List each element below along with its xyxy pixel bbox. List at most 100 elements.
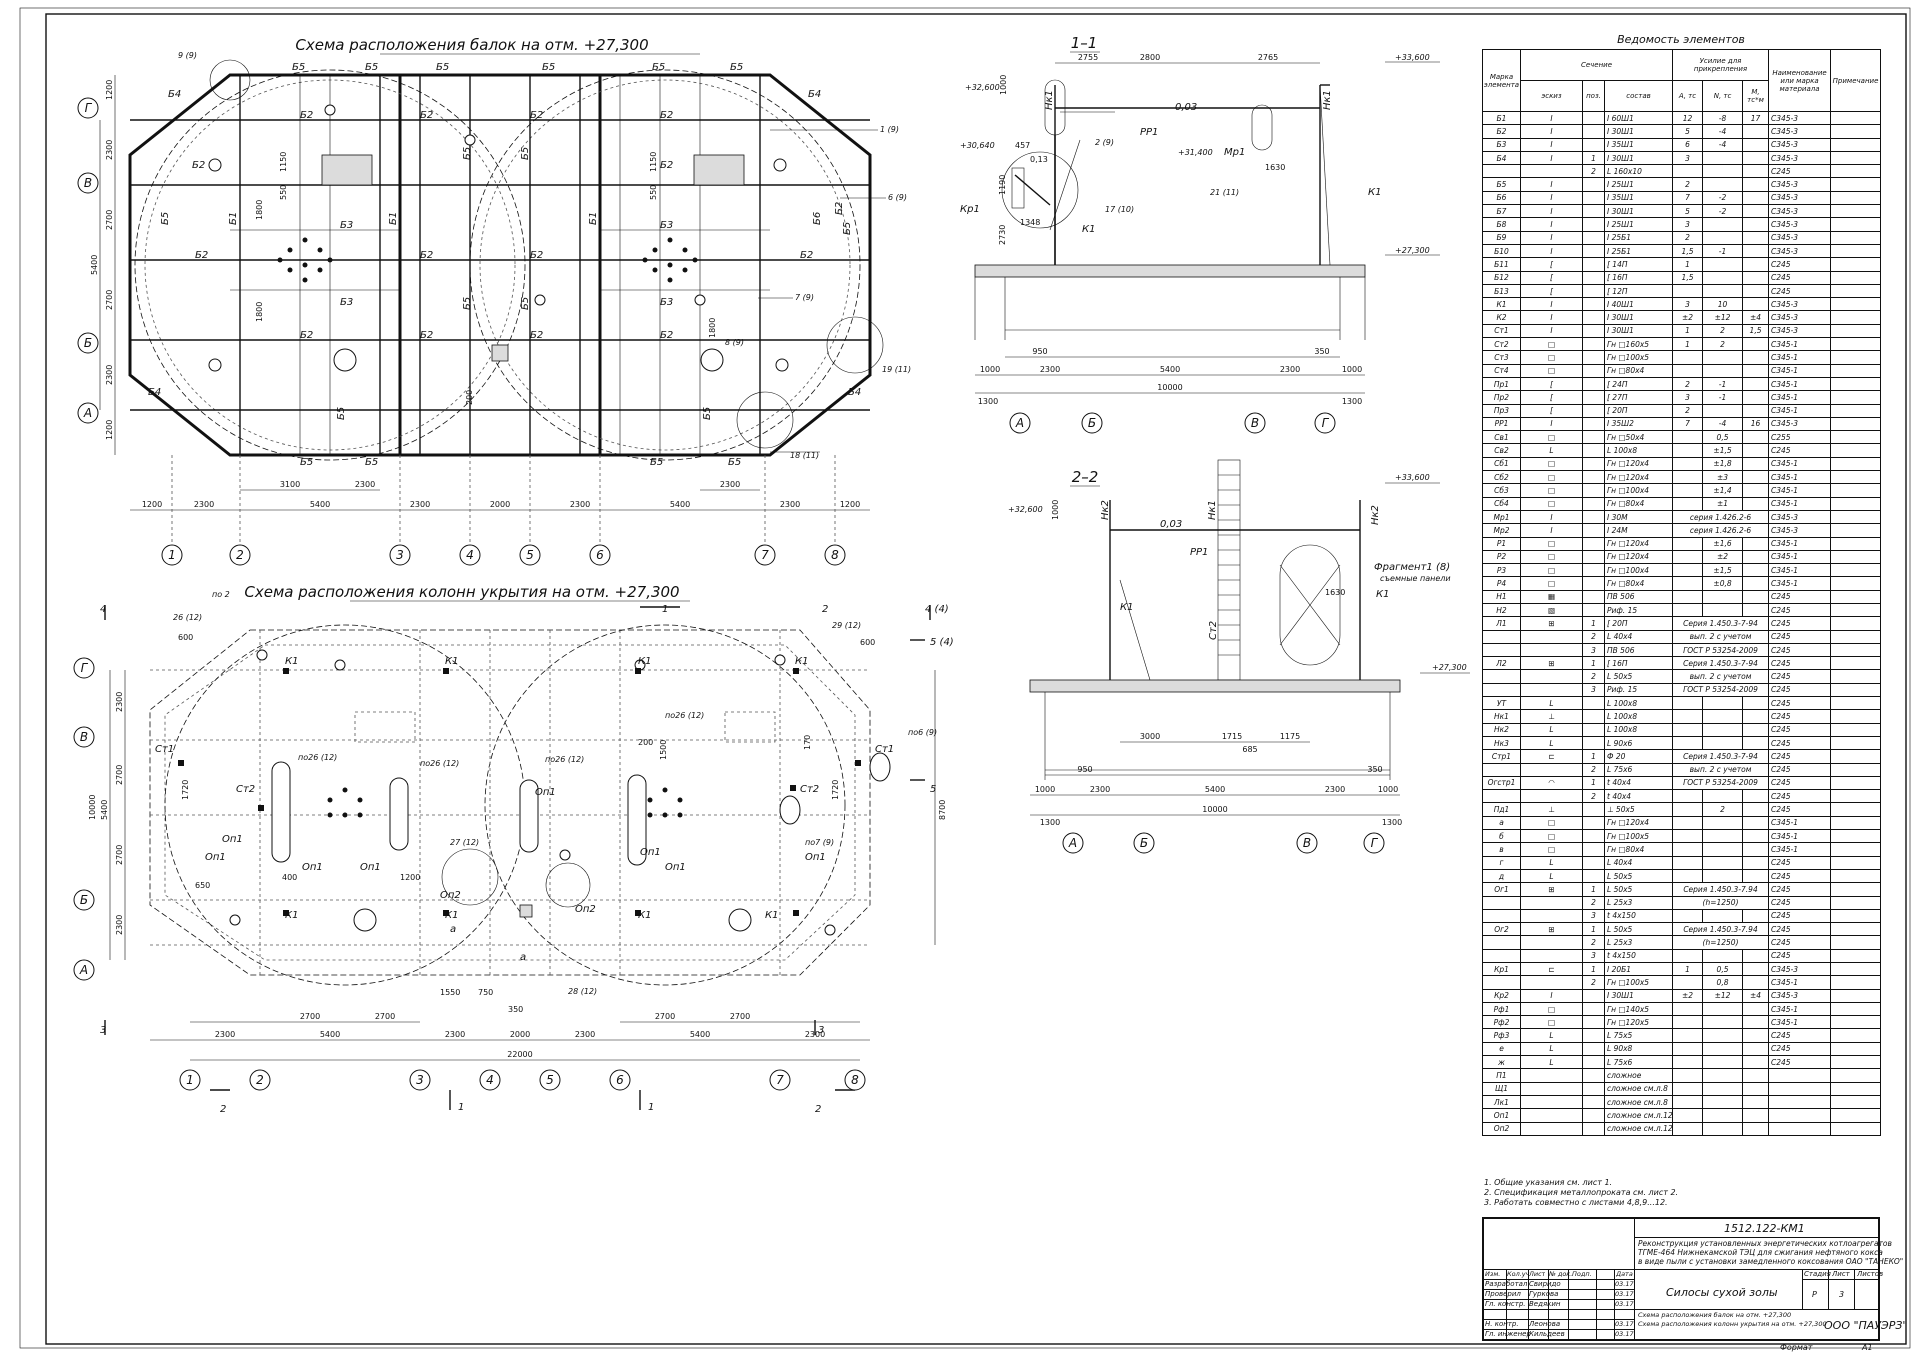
cell-sketch: I [1520,110,1583,126]
cell-a: 7 [1672,190,1704,206]
p2-dim-400: 400 [282,873,297,882]
cell-n [1702,283,1744,299]
svg-text:Оп2: Оп2 [440,890,461,901]
cell-m [1742,376,1770,392]
p2-dim-i0: 2700 [300,1012,320,1021]
svg-text:Ст1: Ст1 [875,744,894,755]
cell-sketch: I [1520,988,1583,1003]
cell-material: С245 [1768,283,1832,299]
cell-mark: Сб3 [1482,483,1521,498]
sec2-d-1630: 1630 [1325,588,1345,597]
cell-mark: Б1 [1482,110,1521,126]
cell-a [1672,948,1704,964]
dim-i-0: 3100 [280,480,300,489]
dim-l-2: 2700 [105,210,114,230]
cell-pos: 2 [1582,895,1605,910]
cell-note [1830,177,1882,192]
cell-a [1672,908,1704,924]
cell-material: С345-1 [1768,363,1832,378]
cell-comp: L 40х4 [1603,629,1674,644]
cell-material: С245 [1768,722,1832,737]
p2-dim-1550: 1550 [440,988,460,997]
cell-note [1830,1108,1882,1123]
cell-mark [1482,908,1521,924]
cell-a: 5 [1672,204,1704,219]
cell-comp: I 35Ш1 [1603,190,1674,206]
cell-a [1672,1108,1704,1123]
cell-m [1742,709,1770,724]
cell-comp: Гн □160х5 [1603,337,1674,352]
p2-dim-b4: 2300 [575,1030,595,1039]
cell-sketch: □ [1520,842,1583,857]
cell-material: С245 [1768,656,1832,671]
tb-person: Свиридо [1529,1280,1561,1288]
p2-dim-total: 22000 [507,1050,532,1059]
cell-m [1742,350,1770,365]
svg-text:4: 4 [486,1073,494,1087]
tb-role: Н. контр. [1485,1320,1519,1328]
cell-a: ±2 [1672,988,1704,1003]
sec-mark-4: 4 [100,604,106,615]
p2-callout-29: 29 (12) [832,621,861,630]
svg-text:Б: Б [1140,836,1148,850]
cell-note [1830,323,1882,339]
cell-note [1830,310,1882,325]
cell-mark: Н1 [1482,589,1521,604]
sec-mark-1b: 1 [648,1102,654,1113]
cell-comp: Гн □100х5 [1603,350,1674,365]
cell-material: С345-1 [1768,496,1832,511]
sec2-b-3: 2300 [1325,785,1345,794]
svg-text:Б2: Б2 [300,330,313,341]
svg-text:Б5: Б5 [336,407,347,420]
cell-pos: 3 [1582,642,1605,658]
cell-pos [1582,230,1605,245]
tb-role: Проверил [1485,1290,1521,1298]
cell-m [1742,1015,1770,1030]
sec1-b-2: 5400 [1160,365,1180,374]
p2-dim-b6: 2300 [805,1030,825,1039]
cell-comp: L 90х8 [1603,1041,1674,1057]
sec2-k1a: К1 [1120,602,1133,613]
cell-comp: L 25х3 [1603,935,1674,950]
svg-text:Б4: Б4 [848,387,861,398]
svg-text:3: 3 [416,1073,424,1087]
cell-sketch: I [1520,523,1583,538]
svg-text:Б5: Б5 [160,212,171,225]
svg-text:1: 1 [168,548,176,562]
cell-sketch: I [1520,416,1583,432]
cell-note [1830,1041,1882,1057]
cell-note [1830,1001,1882,1017]
cell-comp: Ф 20 [1603,749,1674,764]
cell-mark: Ст4 [1482,363,1521,378]
cell-mark: Огстр1 [1482,775,1521,791]
cell-n [1702,403,1744,418]
cell-a [1672,815,1704,831]
p2-callout-po26-c: по26 (12) [545,755,584,764]
cell-a [1672,456,1704,472]
cell-n [1702,789,1744,804]
cell-m [1742,536,1770,551]
cell-note [1830,1015,1882,1030]
cell-n: -8 [1702,110,1744,126]
cell-pos [1582,1108,1605,1123]
cell-sketch: ▦ [1520,589,1583,604]
cell-m [1742,283,1770,299]
svg-text:6: 6 [596,548,604,562]
cell-pos [1582,1068,1605,1083]
svg-text:Б6: Б6 [812,212,823,225]
cell-m [1742,1094,1770,1110]
cell-material: С345-1 [1768,1001,1832,1017]
cell-note [1830,496,1882,511]
cell-note [1830,376,1882,392]
sec2-b-0: 1000 [1035,785,1055,794]
cell-m [1742,908,1770,924]
dim-l-3: 2700 [105,290,114,310]
dim-1800-c: 1800 [708,318,717,338]
cell-a [1672,164,1704,179]
cell-comp: ПВ 506 [1603,642,1674,658]
